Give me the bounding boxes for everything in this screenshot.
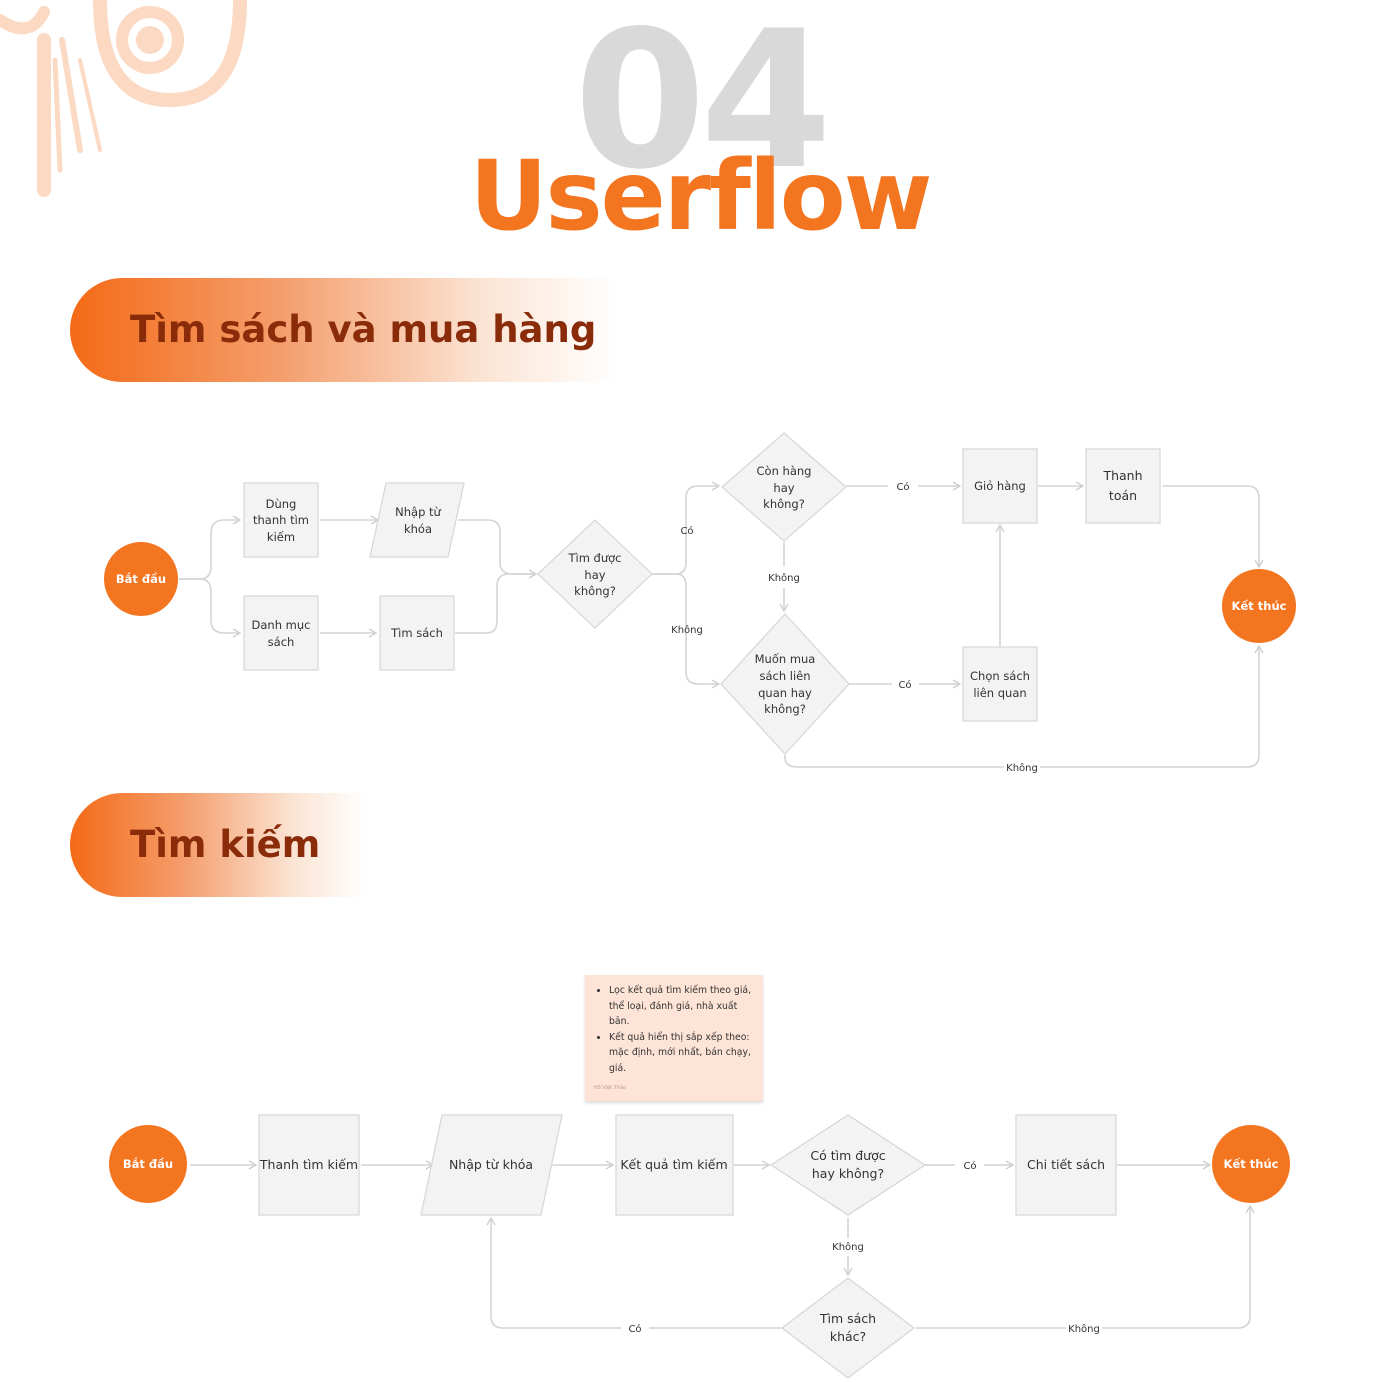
svg-text:hay không?: hay không? xyxy=(812,1166,884,1181)
svg-text:Có: Có xyxy=(680,525,693,537)
svg-text:khác?: khác? xyxy=(830,1329,866,1344)
process-node: Chọn sách liên quan xyxy=(962,646,1038,722)
svg-text:sách: sách xyxy=(268,635,295,649)
svg-text:Tìm sách: Tìm sách xyxy=(819,1311,876,1326)
section-heading-banner: Tìm sách và mua hàng xyxy=(70,278,615,382)
note-item: Kết quả hiển thị sắp xếp theo: mặc định,… xyxy=(609,1030,755,1077)
sticky-note: Lọc kết quả tìm kiếm theo giá, thể loại,… xyxy=(585,975,763,1101)
svg-text:hay: hay xyxy=(584,568,605,582)
svg-text:không?: không? xyxy=(763,497,805,511)
decision-node: Còn hàng hay không? xyxy=(721,432,847,542)
flow1-connectors xyxy=(179,481,1264,768)
input-node: Nhập từ khóa xyxy=(369,482,465,558)
section-heading: Tìm sách và mua hàng xyxy=(130,308,597,351)
decision-node: Có tìm được hay không? xyxy=(769,1114,927,1216)
process-node: Thanh toán xyxy=(1085,448,1161,524)
svg-text:hay: hay xyxy=(773,481,794,495)
svg-text:Chi tiết sách: Chi tiết sách xyxy=(1027,1157,1105,1172)
edge-labels: Có Không Có Không Có Không xyxy=(671,481,1038,774)
page-title: Userflow xyxy=(469,140,933,252)
note-author: Hồ Việt Thảo xyxy=(594,1085,627,1091)
svg-text:Còn hàng: Còn hàng xyxy=(757,464,812,478)
process-node: Chi tiết sách xyxy=(1015,1114,1117,1216)
svg-text:Có: Có xyxy=(896,481,909,493)
process-node: Danh mục sách xyxy=(243,595,319,671)
svg-text:toán: toán xyxy=(1109,488,1137,503)
section-number: 04 xyxy=(573,0,832,211)
svg-text:Muốn mua: Muốn mua xyxy=(755,652,816,666)
svg-text:Có: Có xyxy=(898,679,911,691)
svg-text:sách liên: sách liên xyxy=(759,669,810,683)
svg-text:Không: Không xyxy=(1068,1323,1100,1335)
svg-text:kiếm: kiếm xyxy=(267,530,295,544)
svg-text:Giỏ hàng: Giỏ hàng xyxy=(974,479,1026,493)
svg-text:Danh mục: Danh mục xyxy=(252,618,311,632)
svg-text:Bắt đầu: Bắt đầu xyxy=(123,1157,173,1171)
input-node: Nhập từ khóa xyxy=(420,1114,563,1216)
decision-node: Tìm được hay không? xyxy=(537,519,653,629)
svg-text:Không: Không xyxy=(768,572,800,584)
svg-text:Có: Có xyxy=(628,1323,641,1335)
svg-text:Tìm sách: Tìm sách xyxy=(390,626,443,640)
section-heading-banner: Tìm kiếm xyxy=(70,793,365,897)
note-item: Lọc kết quả tìm kiếm theo giá, thể loại,… xyxy=(609,983,755,1030)
svg-text:Kết quả tìm kiếm: Kết quả tìm kiếm xyxy=(620,1157,727,1172)
section-heading: Tìm kiếm xyxy=(130,823,321,866)
svg-text:không?: không? xyxy=(764,702,806,716)
svg-text:Thanh: Thanh xyxy=(1102,468,1142,483)
svg-text:thanh tìm: thanh tìm xyxy=(253,513,309,527)
svg-text:Dùng: Dùng xyxy=(266,497,297,511)
start-node: Bắt đầu xyxy=(109,1125,187,1203)
flow2-connectors xyxy=(190,1160,1255,1329)
process-node: Giỏ hàng xyxy=(962,448,1038,524)
svg-text:Chọn sách: Chọn sách xyxy=(970,669,1030,683)
note-list: Lọc kết quả tìm kiếm theo giá, thể loại,… xyxy=(609,983,755,1076)
process-node: Dùng thanh tìm kiếm xyxy=(243,482,319,558)
svg-text:Kết thúc: Kết thúc xyxy=(1224,1157,1279,1171)
svg-text:Có tìm được: Có tìm được xyxy=(810,1148,885,1163)
svg-text:khóa: khóa xyxy=(404,522,432,536)
end-node: Kết thúc xyxy=(1222,569,1296,643)
svg-text:Nhập từ khóa: Nhập từ khóa xyxy=(449,1157,533,1172)
svg-text:Bắt đầu: Bắt đầu xyxy=(116,572,166,586)
svg-text:Không: Không xyxy=(832,1241,864,1253)
svg-text:Thanh tìm kiếm: Thanh tìm kiếm xyxy=(259,1157,358,1172)
start-node: Bắt đầu xyxy=(104,542,178,616)
svg-text:liên quan: liên quan xyxy=(973,686,1026,700)
process-node: Kết quả tìm kiếm xyxy=(615,1114,734,1216)
svg-text:Có: Có xyxy=(963,1160,976,1172)
decision-node: Tìm sách khác? xyxy=(781,1277,915,1379)
decorative-logo xyxy=(0,0,247,197)
svg-text:Kết thúc: Kết thúc xyxy=(1232,599,1287,613)
svg-text:Không: Không xyxy=(1006,762,1038,774)
decision-node: Muốn mua sách liên quan hay không? xyxy=(720,613,850,755)
edge-labels: Có Không Có Không xyxy=(628,1160,1099,1335)
process-node: Thanh tìm kiếm xyxy=(258,1114,360,1216)
svg-text:Nhập từ: Nhập từ xyxy=(395,505,441,519)
svg-text:Không: Không xyxy=(671,624,703,636)
svg-text:Tìm được: Tìm được xyxy=(567,551,621,565)
process-node: Tìm sách xyxy=(379,595,455,671)
end-node: Kết thúc xyxy=(1212,1125,1290,1203)
svg-text:không?: không? xyxy=(574,584,616,598)
svg-text:quan hay: quan hay xyxy=(758,686,812,700)
